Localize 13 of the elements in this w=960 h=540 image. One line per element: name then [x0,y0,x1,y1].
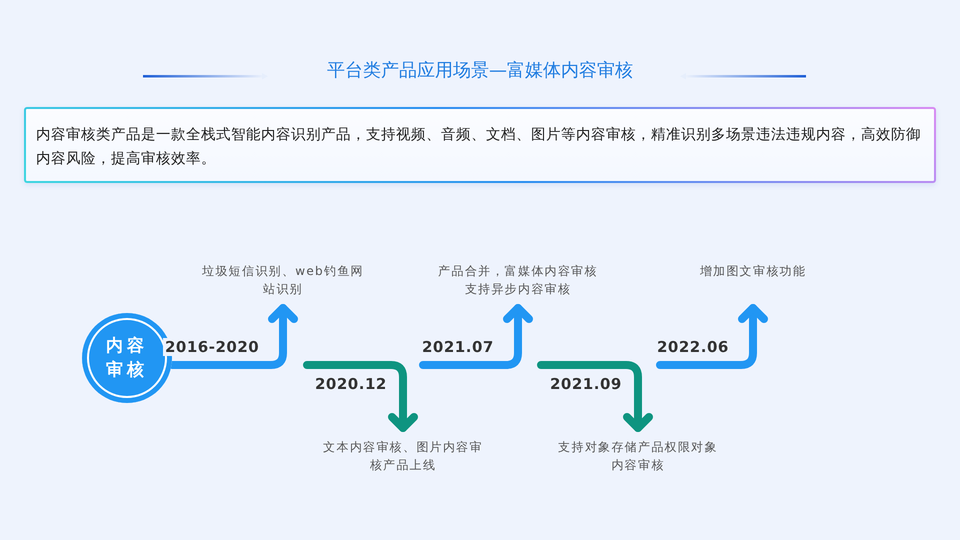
timeline-arrow [303,361,418,432]
milestone-text: 产品合并，富媒体内容审核支持异步内容审核 [438,263,598,298]
milestone-text: 垃圾短信识别、web钓鱼网站识别 [201,263,365,298]
milestone-text: 增加图文审核功能 [700,263,806,280]
milestone-text: 文本内容审核、图片内容审核产品上线 [322,439,484,474]
title: 平台类产品应用场景—富媒体内容审核 [326,59,634,83]
timeline-arrow [537,361,653,432]
description-box [24,107,936,183]
topic-label: 内容审核 [105,335,149,382]
milestone-text: 支持对象存储产品权限对象内容审核 [557,439,719,474]
timeline-arrow [656,304,768,369]
timeline-arrow [419,304,533,369]
description-text: 内容审核类产品是一款全栈式智能内容识别产品，支持视频、音频、文档、图片等内容审核，精准识别多场景违法违规内容，高效防御内容风险，提高审核效率。 [36,127,921,167]
